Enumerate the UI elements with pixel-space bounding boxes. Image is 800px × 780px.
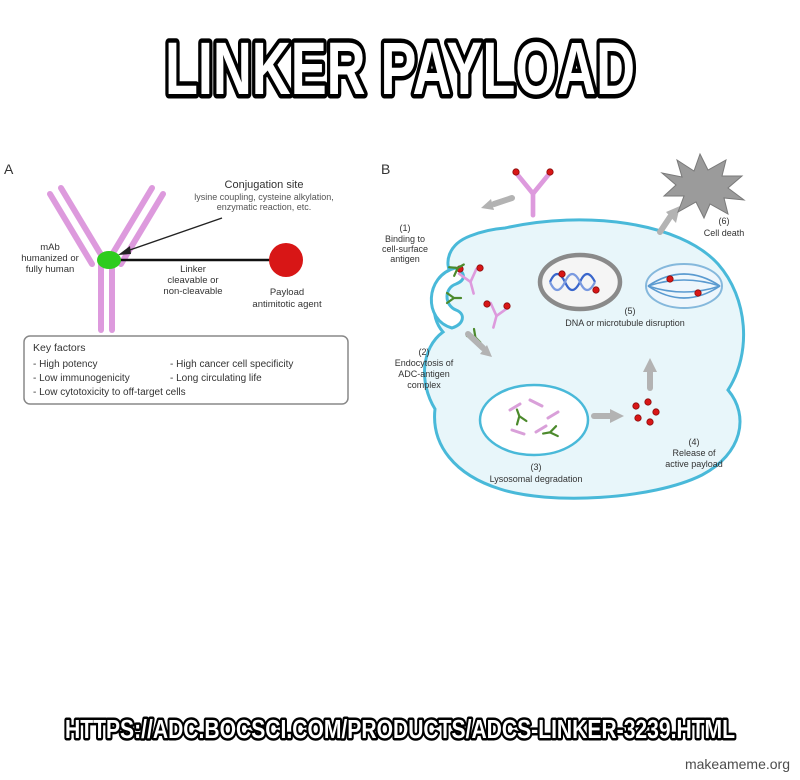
step1-num: (1) bbox=[400, 223, 411, 233]
nucleus-dna bbox=[537, 252, 623, 312]
arrow-cell-to-death bbox=[657, 206, 680, 235]
endocytosis-pocket bbox=[429, 266, 465, 330]
meme-title: LINKER PAYLOAD bbox=[165, 27, 635, 110]
key-factor-item: - High potency bbox=[33, 359, 97, 370]
arrow-payload-to-disruption bbox=[643, 358, 657, 391]
step4-num: (4) bbox=[689, 437, 700, 447]
step2-line: Endocytosis of bbox=[395, 358, 454, 368]
conjugation-site-label: Conjugation site bbox=[225, 179, 304, 191]
mab-label-3: fully human bbox=[26, 264, 75, 275]
conjugation-site-detail-1: lysine coupling, cysteine alkylation, bbox=[194, 192, 334, 202]
panel-b-label: B bbox=[381, 161, 390, 177]
conjugation-arrow bbox=[118, 217, 223, 255]
step1-line: Binding to bbox=[385, 234, 425, 244]
arrow-lysosome-to-payload bbox=[591, 409, 624, 423]
conjugation-site-detail-2: enzymatic reaction, etc. bbox=[217, 202, 312, 212]
key-factor-item: - Long circulating life bbox=[170, 373, 262, 384]
key-factors-box bbox=[23, 335, 349, 405]
adc-diagram: A Conjugation site lysine coupling, cyst… bbox=[4, 152, 746, 500]
payload-circle bbox=[269, 243, 303, 277]
step4-line: active payload bbox=[665, 459, 723, 469]
step1-line: cell-surface bbox=[382, 244, 428, 254]
linker-label-2: cleavable or bbox=[167, 275, 218, 286]
meme-title-area: LINKER PAYLOAD bbox=[161, 23, 640, 115]
mab-label-1: mAb bbox=[40, 242, 60, 253]
step3-num: (3) bbox=[531, 462, 542, 472]
mab-label-2: humanized or bbox=[21, 253, 79, 264]
payload-label-1: Payload bbox=[270, 287, 304, 298]
linker-label-1: Linker bbox=[180, 264, 206, 275]
key-factors-title: Key factors bbox=[33, 342, 86, 354]
panel-a-label: A bbox=[4, 161, 14, 177]
step1-line: antigen bbox=[390, 254, 420, 264]
step2-line: complex bbox=[407, 380, 441, 390]
linker-attachment-dot bbox=[97, 251, 121, 269]
arrow-binding-to-endocytosis bbox=[465, 331, 492, 357]
step5-num: (5) bbox=[625, 306, 636, 316]
cell-death-star bbox=[660, 152, 746, 220]
key-factor-item: - High cancer cell specificity bbox=[170, 359, 293, 370]
microtubule-spindle bbox=[645, 263, 723, 309]
payload-label-2: antimitotic agent bbox=[252, 299, 322, 310]
key-factor-item: - Low cytotoxicity to off-target cells bbox=[33, 387, 186, 398]
step3-line: Lysosomal degradation bbox=[490, 474, 583, 484]
step2-num: (2) bbox=[419, 347, 430, 357]
step5-line: DNA or microtubule disruption bbox=[565, 318, 685, 328]
meme-bottom-text: HTTPS://ADC.BOCSCI.COM/PRODUCTS/ADCS-LIN… bbox=[65, 714, 735, 744]
step6-num: (6) bbox=[719, 216, 730, 226]
free-adc bbox=[512, 168, 554, 215]
meme-bottom-area: HTTPS://ADC.BOCSCI.COM/PRODUCTS/ADCS-LIN… bbox=[63, 712, 738, 747]
lysosome bbox=[478, 383, 590, 457]
key-factor-item: - Low immunogenicity bbox=[33, 373, 130, 384]
step4-line: Release of bbox=[672, 448, 716, 458]
makeameme-watermark: makeameme.org bbox=[684, 756, 790, 772]
step6-line: Cell death bbox=[704, 228, 745, 238]
arrow-adc-to-cell bbox=[481, 195, 515, 210]
linker-label-3: non-cleavable bbox=[163, 286, 222, 297]
step2-line: ADC-antigen bbox=[398, 369, 450, 379]
